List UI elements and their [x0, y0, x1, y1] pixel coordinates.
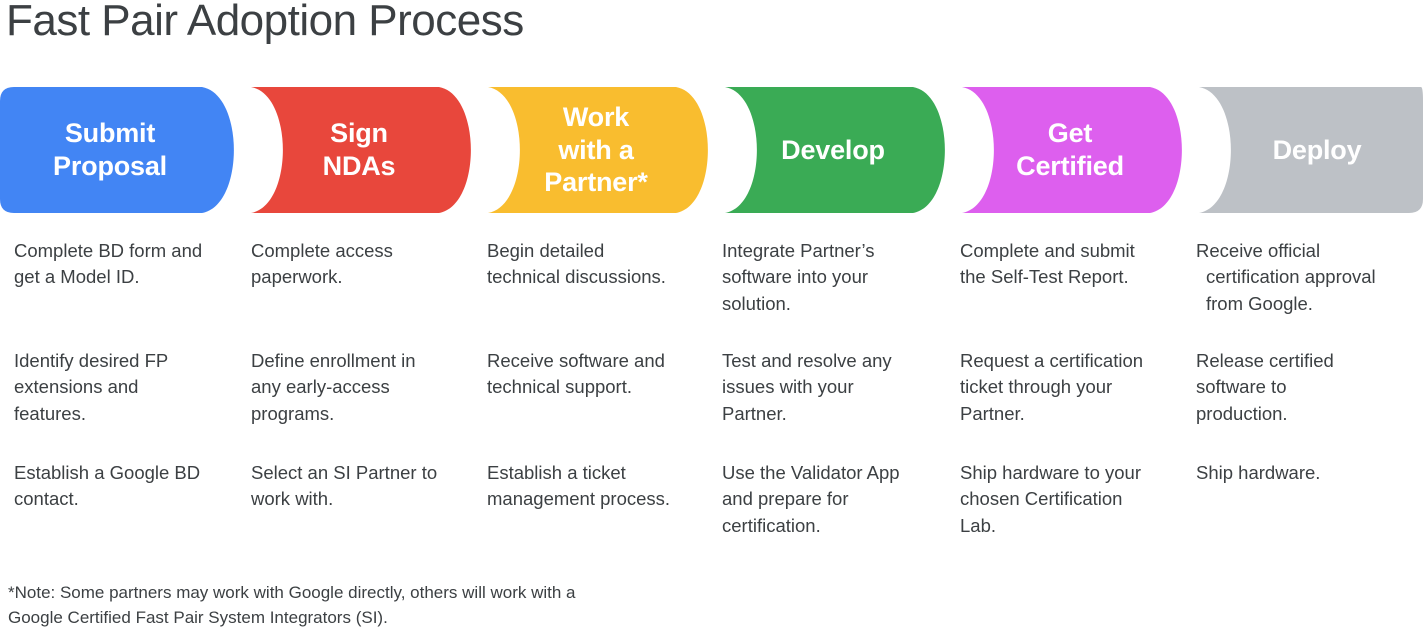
footnote-line: Google Certified Fast Pair System Integr…: [8, 607, 388, 627]
detail-line: certification.: [722, 514, 821, 536]
detail-line: Establish a ticket: [487, 462, 626, 483]
detail-item: Complete BD form and get a Model ID.: [14, 238, 236, 291]
detail-line: Establish a Google BD: [14, 462, 201, 483]
detail-item: Select an SI Partner to work with.: [251, 460, 473, 513]
detail-item: Define enrollment in any early-access prog…: [251, 348, 473, 427]
detail-line: Select an SI Partner to: [251, 462, 438, 483]
detail-line: Complete BD form and: [14, 240, 203, 261]
step-shape-gray: [1199, 87, 1423, 213]
detail-line: Partner.: [960, 402, 1025, 424]
detail-line: solution.: [722, 292, 791, 314]
detail-row-2: Identify desired FP extensions and feature…: [0, 348, 1423, 458]
detail-line: Complete access: [251, 240, 393, 261]
detail-line: Complete and submit: [960, 240, 1135, 261]
detail-line: Receive software and: [487, 350, 665, 371]
detail-line: issues with your: [722, 376, 854, 398]
detail-line: any early-access: [251, 376, 390, 398]
detail-item: Complete access paperwork.: [251, 238, 473, 291]
detail-item: Release certified software to production.: [1196, 348, 1418, 427]
step-shape-green: [725, 87, 945, 213]
detail-line: programs.: [251, 402, 335, 424]
detail-line: Use the Validator App: [722, 462, 900, 483]
detail-line: Ship hardware to your: [960, 462, 1141, 483]
step-shape-yellow: [488, 87, 708, 213]
detail-line: get a Model ID.: [14, 266, 140, 288]
detail-line: production.: [1196, 402, 1288, 424]
detail-line: Ship hardware.: [1196, 462, 1321, 483]
detail-item: Identify desired FP extensions and feature…: [14, 348, 236, 427]
detail-item: Receive official certification approval fr…: [1196, 238, 1418, 317]
detail-line: chosen Certification: [960, 488, 1123, 510]
detail-line: paperwork.: [251, 266, 343, 288]
detail-line: contact.: [14, 488, 79, 510]
detail-item: Ship hardware to your chosen Certificatio…: [960, 460, 1182, 539]
detail-item: Establish a Google BD contact.: [14, 460, 236, 513]
detail-line: certification approval: [1206, 266, 1376, 288]
step-shape-blue: [0, 87, 234, 213]
detail-line: Define enrollment in: [251, 350, 416, 371]
detail-item: Ship hardware.: [1196, 460, 1418, 486]
detail-line: work with.: [251, 488, 334, 510]
detail-line: Begin detailed: [487, 240, 605, 261]
process-step-develop[interactable]: Develop: [711, 87, 947, 213]
detail-item: Receive software and technical support.: [487, 348, 709, 401]
detail-line: extensions and: [14, 376, 139, 398]
step-shape-red: [251, 87, 471, 213]
footnote: *Note: Some partners may work with Googl…: [8, 581, 728, 630]
detail-line: technical discussions.: [487, 266, 666, 288]
detail-line: software into your: [722, 266, 869, 288]
detail-item: Request a certification ticket through yo…: [960, 348, 1182, 427]
process-step-deploy[interactable]: Deploy: [1185, 87, 1423, 213]
detail-line: Identify desired FP: [14, 350, 169, 371]
detail-item: Integrate Partner’s software into your sol…: [722, 238, 944, 317]
detail-line: Request a certification: [960, 350, 1144, 371]
detail-line: features.: [14, 402, 86, 424]
detail-line: from Google.: [1206, 292, 1313, 314]
footnote-line: *Note: Some partners may work with Googl…: [8, 583, 576, 602]
detail-item: Establish a ticket management process.: [487, 460, 709, 513]
detail-item: Complete and submit the Self-Test Report.: [960, 238, 1182, 291]
detail-row-3: Establish a Google BD contact. Select an S…: [0, 460, 1423, 570]
detail-item: Begin detailed technical discussions.: [487, 238, 709, 291]
detail-line: and prepare for: [722, 488, 849, 510]
detail-line: Release certified: [1196, 350, 1334, 371]
detail-line: ticket through your: [960, 376, 1113, 398]
detail-line: Integrate Partner’s: [722, 240, 875, 261]
detail-line: Partner.: [722, 402, 787, 424]
page-title: Fast Pair Adoption Process: [6, 0, 524, 45]
detail-line: Receive official: [1196, 240, 1321, 261]
detail-item: Use the Validator App and prepare for cert…: [722, 460, 944, 539]
detail-line: technical support.: [487, 376, 633, 398]
step-shape-magenta: [962, 87, 1182, 213]
detail-line: software to: [1196, 376, 1287, 398]
detail-line: the Self-Test Report.: [960, 266, 1129, 288]
detail-line: management process.: [487, 488, 671, 510]
detail-line: Lab.: [960, 514, 997, 536]
detail-line: Test and resolve any: [722, 350, 892, 371]
